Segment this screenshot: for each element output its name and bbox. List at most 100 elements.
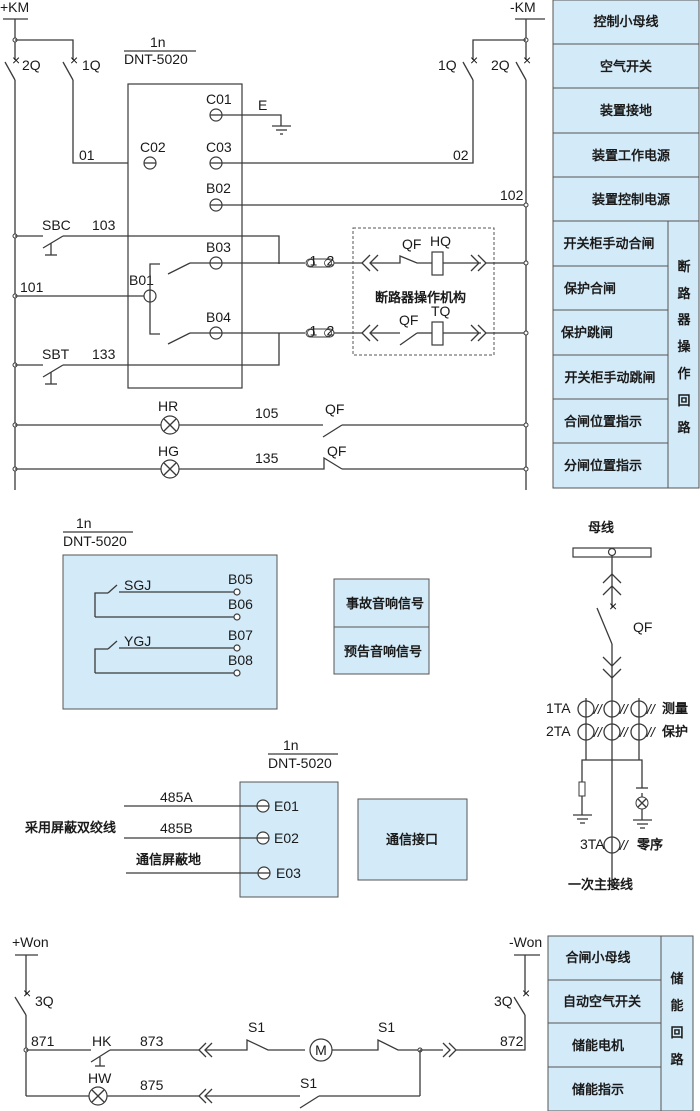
ct-1ta-label: 1TA bbox=[546, 700, 571, 716]
primary-wiring: 母线 × QF 1TA 测量 2TA 保护 // // // // bbox=[546, 520, 688, 893]
switch-1q-right-label: 1Q bbox=[438, 57, 457, 73]
s1-top-label: S1 bbox=[248, 1019, 265, 1035]
plug-connector-close: 1 2 bbox=[305, 253, 335, 269]
comm-legend bbox=[357, 798, 468, 881]
qf-tq-label: QF bbox=[399, 312, 418, 328]
wire bbox=[222, 114, 282, 126]
terminal-b06[interactable] bbox=[233, 613, 241, 621]
socket-icon bbox=[361, 254, 371, 272]
bus-neg-label: -KM bbox=[510, 0, 536, 15]
relay-sgj-label: SGJ bbox=[124, 577, 151, 593]
plug-connector-trip: 1 2 bbox=[305, 323, 335, 339]
bus-won-pos-label: +Won bbox=[12, 934, 49, 950]
switch-2q-right[interactable] bbox=[515, 61, 527, 81]
terminal-e03-label: E03 bbox=[276, 865, 301, 881]
svg-text:通信接口: 通信接口 bbox=[386, 832, 438, 848]
legend-row bbox=[333, 578, 430, 628]
terminal-b06-label: B06 bbox=[228, 596, 253, 612]
wire-number-875: 875 bbox=[140, 1077, 164, 1093]
svg-text:器: 器 bbox=[676, 313, 691, 328]
signal-panel: 1n DNT-5020 SGJ B05 B06 YGJ B07 B08 事故音响… bbox=[62, 515, 430, 710]
svg-text:开关柜手动跳闸: 开关柜手动跳闸 bbox=[564, 370, 655, 386]
svg-text://: // bbox=[619, 837, 630, 853]
right-legend: 控制小母线 空气开关 装置接地 装置工作电源 装置控制电源 开关柜手动合闸 保护… bbox=[552, 0, 700, 489]
hq-label: HQ bbox=[430, 233, 451, 249]
wire-number-02: 02 bbox=[453, 147, 469, 163]
legend-row-label: 开关柜手动合闸 bbox=[563, 236, 654, 252]
control-circuit: +KM 2Q × 1Q × 01 1n DNT-5020 C01 E bbox=[0, 0, 545, 490]
signal-device-box bbox=[62, 554, 278, 710]
relay-contact bbox=[167, 332, 191, 345]
svg-text:合闸小母线: 合闸小母线 bbox=[565, 950, 630, 966]
terminal-b02-label: B02 bbox=[206, 180, 231, 196]
lamp-hg-icon bbox=[160, 459, 180, 479]
svg-text:×: × bbox=[609, 598, 617, 614]
button-sbt[interactable] bbox=[42, 364, 64, 385]
device-label-model: DNT-5020 bbox=[268, 755, 332, 771]
ground-icon bbox=[633, 819, 652, 829]
svg-text:断: 断 bbox=[677, 259, 690, 275]
ct-group: // // // // // // bbox=[577, 698, 657, 760]
switch-3q-left[interactable] bbox=[14, 996, 27, 1016]
motor-label: M bbox=[315, 1042, 327, 1058]
ct-3ta-purpose: 零序 bbox=[636, 837, 663, 853]
wire-number-101: 101 bbox=[20, 279, 44, 295]
wire-number-873: 873 bbox=[140, 1033, 164, 1049]
svg-text:储能指示: 储能指示 bbox=[571, 1082, 624, 1098]
storage-legend: 合闸小母线 自动空气开关 储能电机 储能指示 储 能 回 路 bbox=[547, 935, 694, 1111]
s1-contact-bottom bbox=[299, 1095, 320, 1109]
relay-contact bbox=[167, 262, 191, 275]
terminal-b03-label: B03 bbox=[206, 239, 231, 255]
button-sbc[interactable] bbox=[42, 235, 64, 256]
terminal-b07[interactable] bbox=[233, 644, 241, 652]
svg-text:2: 2 bbox=[327, 253, 335, 269]
switch-2q-left-label: 2Q bbox=[22, 57, 41, 73]
s1-right-label: S1 bbox=[378, 1019, 395, 1035]
terminal-b08[interactable] bbox=[233, 669, 241, 677]
wire bbox=[472, 39, 526, 60]
switch-1q-right[interactable] bbox=[462, 61, 474, 81]
lamp-hr-label: HR bbox=[158, 398, 178, 414]
button-hk[interactable] bbox=[90, 1049, 111, 1067]
switch-2q-left[interactable] bbox=[4, 61, 16, 81]
svg-text:装置工作电源: 装置工作电源 bbox=[591, 148, 670, 164]
legend-row bbox=[552, 132, 700, 178]
svg-text:回: 回 bbox=[677, 394, 690, 409]
device-label-num: 1n bbox=[283, 737, 299, 753]
svg-text:保护合闸: 保护合闸 bbox=[563, 281, 616, 297]
terminal-b05[interactable] bbox=[233, 588, 241, 596]
svg-text://: // bbox=[593, 701, 604, 717]
switch-1q-left[interactable] bbox=[62, 61, 74, 81]
close-coil-hq bbox=[431, 251, 444, 276]
terminal-b04-label: B04 bbox=[206, 309, 231, 325]
wire bbox=[149, 302, 160, 335]
wire-number-872: 872 bbox=[500, 1033, 524, 1049]
lamp-hr-icon bbox=[160, 415, 180, 435]
relay-ygj-label: YGJ bbox=[124, 633, 151, 649]
svg-text:1: 1 bbox=[310, 253, 318, 269]
legend-group-title bbox=[667, 220, 700, 489]
legend-group-title bbox=[660, 935, 694, 1111]
busbar-label: 母线 bbox=[588, 520, 614, 536]
svg-text:装置控制电源: 装置控制电源 bbox=[591, 192, 670, 208]
terminal-e02-label: E02 bbox=[274, 830, 299, 846]
x-mark: × bbox=[70, 52, 78, 68]
button-sbc-label: SBC bbox=[42, 217, 71, 233]
switch-3q-right[interactable] bbox=[513, 996, 526, 1016]
qf-trip-contact bbox=[399, 332, 418, 346]
wire-number-133: 133 bbox=[92, 346, 116, 362]
terminal-c01-label: C01 bbox=[206, 91, 232, 107]
breaker-qf-label: QF bbox=[633, 619, 652, 635]
legend-row bbox=[547, 979, 662, 1024]
device-label-model: DNT-5020 bbox=[124, 51, 188, 67]
wire-number-871: 871 bbox=[31, 1033, 55, 1049]
s1-contact-top bbox=[205, 1038, 305, 1051]
svg-text:操: 操 bbox=[677, 339, 690, 355]
arrester-icon bbox=[578, 781, 586, 797]
svg-text://: // bbox=[593, 724, 604, 740]
bus-won-neg-label: -Won bbox=[509, 934, 542, 950]
svg-text:2: 2 bbox=[327, 323, 335, 339]
svg-text:事故音响信号: 事故音响信号 bbox=[346, 596, 424, 612]
lamp-hg-label: HG bbox=[158, 443, 179, 459]
